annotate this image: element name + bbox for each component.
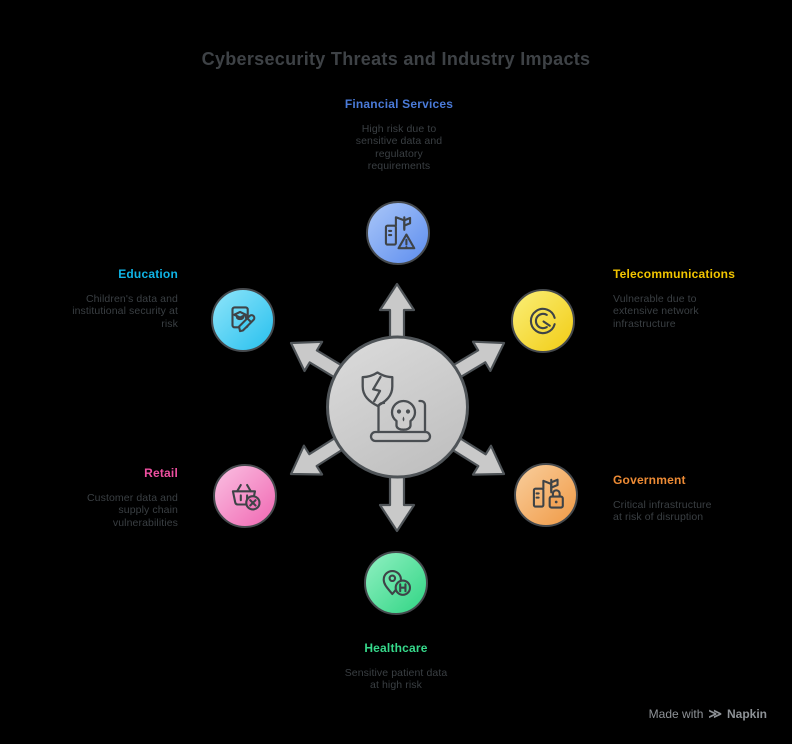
node-circle-government	[514, 463, 578, 527]
node-text-telecommunications: Telecommunications Vulnerable due to ext…	[613, 267, 763, 330]
napkin-watermark: Made with ≫ Napkin	[649, 706, 767, 722]
node-description: Children's data and institutional securi…	[72, 293, 178, 330]
building-lock-icon	[532, 478, 564, 509]
node-description: Sensitive patient data at high risk	[344, 667, 448, 692]
node-description: Vulnerable due to extensive network infr…	[613, 293, 699, 330]
diploma-pencil-icon	[231, 306, 256, 333]
diagram-title: Cybersecurity Threats and Industry Impac…	[201, 49, 591, 69]
basket-x-icon	[231, 483, 261, 511]
node-circle-retail	[213, 464, 277, 528]
node-text-government: Government Critical infrastructure at ri…	[613, 473, 778, 524]
hospital-pin-icon	[382, 569, 412, 596]
node-label: Education	[118, 267, 178, 281]
building-alert-icon	[384, 216, 416, 250]
node-circle-financial-services	[366, 201, 430, 265]
node-text-retail: Retail Customer data and supply chain vu…	[38, 466, 178, 529]
node-label: Retail	[144, 466, 178, 480]
node-label: Financial Services	[344, 97, 454, 111]
node-description: High risk due to sensitive data and regu…	[355, 123, 443, 173]
double-chevron-right-icon: ≫	[708, 706, 722, 721]
node-text-education: Education Children's data and institutio…	[38, 267, 178, 330]
node-circle-healthcare	[364, 551, 428, 615]
network-gauge-icon	[529, 307, 556, 335]
node-circle-education	[211, 288, 275, 352]
made-with-label: Made with	[648, 707, 704, 721]
node-label: Government	[613, 473, 686, 487]
node-text-financial-services: Financial Services High risk due to sens…	[309, 97, 489, 173]
node-text-healthcare: Healthcare Sensitive patient data at hig…	[306, 641, 486, 692]
node-label: Healthcare	[364, 641, 428, 655]
napkin-brand-label: Napkin	[726, 707, 767, 721]
hacked-laptop-broken-shield-icon	[361, 371, 432, 443]
node-description: Critical infrastructure at risk of disru…	[613, 499, 712, 524]
node-description: Customer data and supply chain vulnerabi…	[86, 492, 178, 529]
node-circle-telecommunications	[511, 289, 575, 353]
node-label: Telecommunications	[613, 267, 736, 281]
